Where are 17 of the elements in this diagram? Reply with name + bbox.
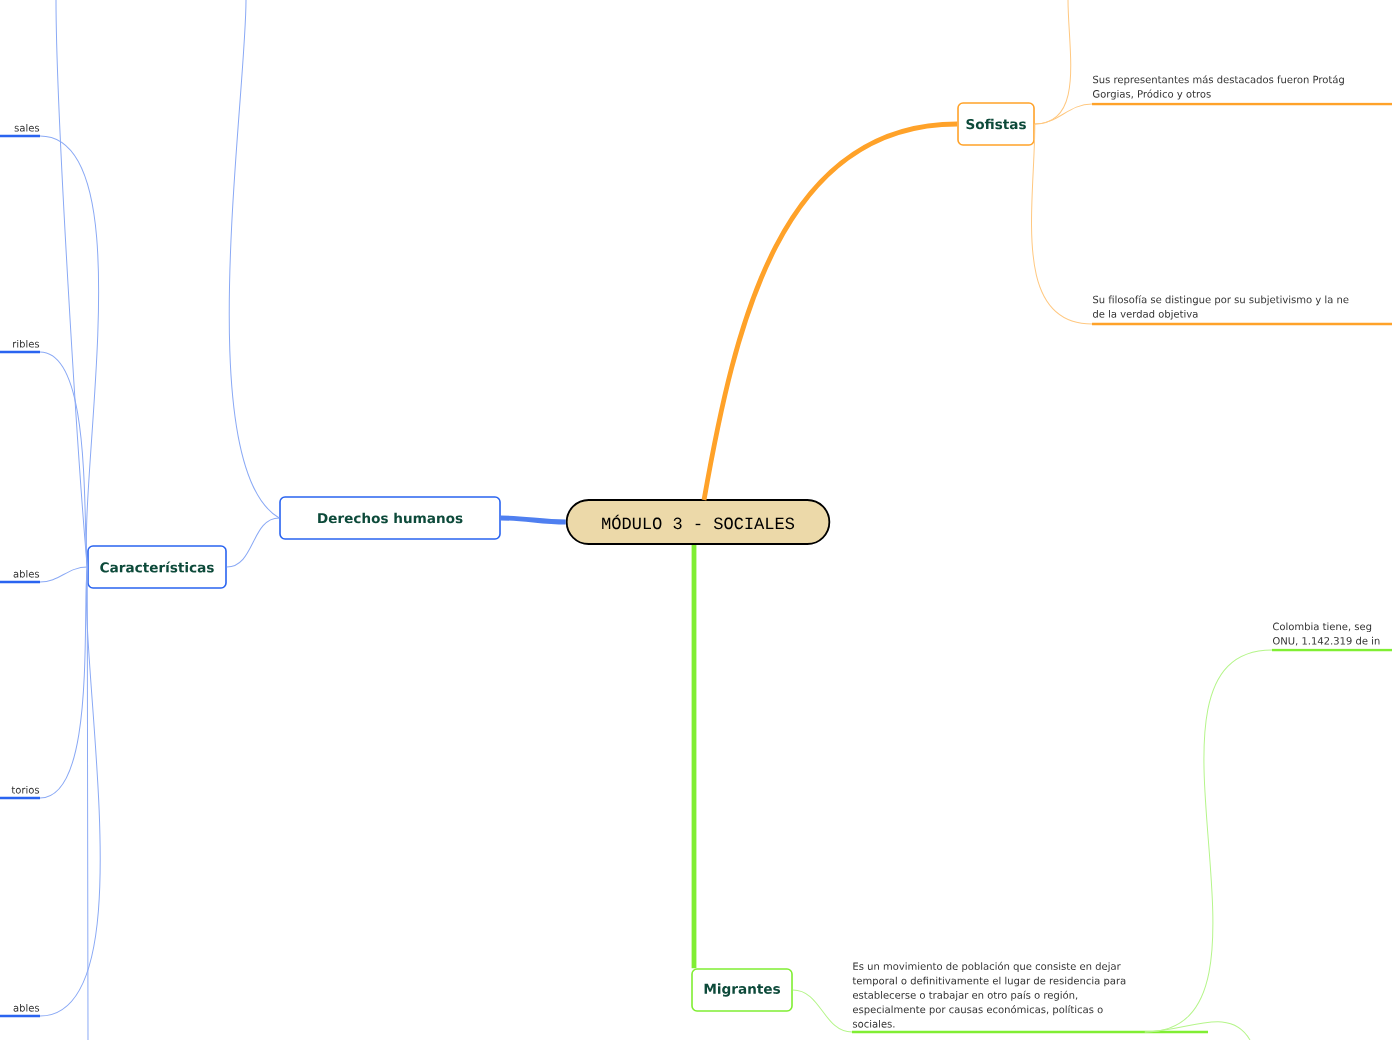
connector (1034, 103, 1093, 125)
connector (55, 0, 88, 568)
central-topic-box: MÓDULO 3 - SOCIALES (565, 499, 831, 545)
connector (792, 989, 853, 1033)
connector (701, 121, 958, 501)
connector (226, 517, 280, 568)
connector (1034, 0, 1072, 125)
connector (228, 0, 280, 519)
connector (86, 566, 89, 1040)
connector (39, 566, 88, 583)
connector (1144, 1021, 1251, 1040)
connector (39, 351, 88, 568)
connector (500, 515, 566, 525)
connector (39, 566, 101, 1017)
connector (1031, 123, 1093, 325)
connector (691, 544, 697, 969)
connector (1144, 649, 1273, 1033)
